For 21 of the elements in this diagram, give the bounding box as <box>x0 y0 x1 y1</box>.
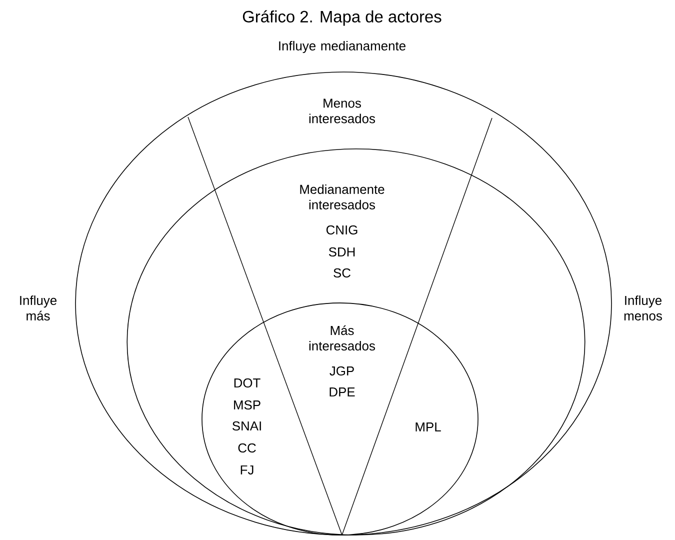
region-text: Más interesados <box>309 325 375 350</box>
axis-label: Influye más <box>20 296 56 320</box>
axis-label: Influye medianamente <box>279 40 406 54</box>
region-text: MSP <box>234 400 260 410</box>
region-text: FJ <box>240 465 254 474</box>
region-text: DOT <box>234 378 260 388</box>
region-text: CC <box>238 443 256 453</box>
ellipse-region <box>126 148 586 536</box>
region-text: MPL <box>416 422 441 432</box>
region-text: SC <box>334 268 350 278</box>
ellipse-region <box>75 72 612 536</box>
region-text: SDH <box>328 247 355 256</box>
region-text: Medianamente interesados <box>300 184 384 210</box>
title: Gráfico 2. Mapa de actores <box>242 10 442 26</box>
ellipse-region <box>202 302 478 536</box>
region-text: JGP <box>330 366 354 376</box>
axis-label: Influye menos <box>624 296 662 320</box>
region-text: DPE <box>330 388 355 396</box>
region-text: CNIG <box>326 225 358 234</box>
region-text: SNAI <box>232 421 261 431</box>
region-text: Menos interesados <box>309 98 375 124</box>
